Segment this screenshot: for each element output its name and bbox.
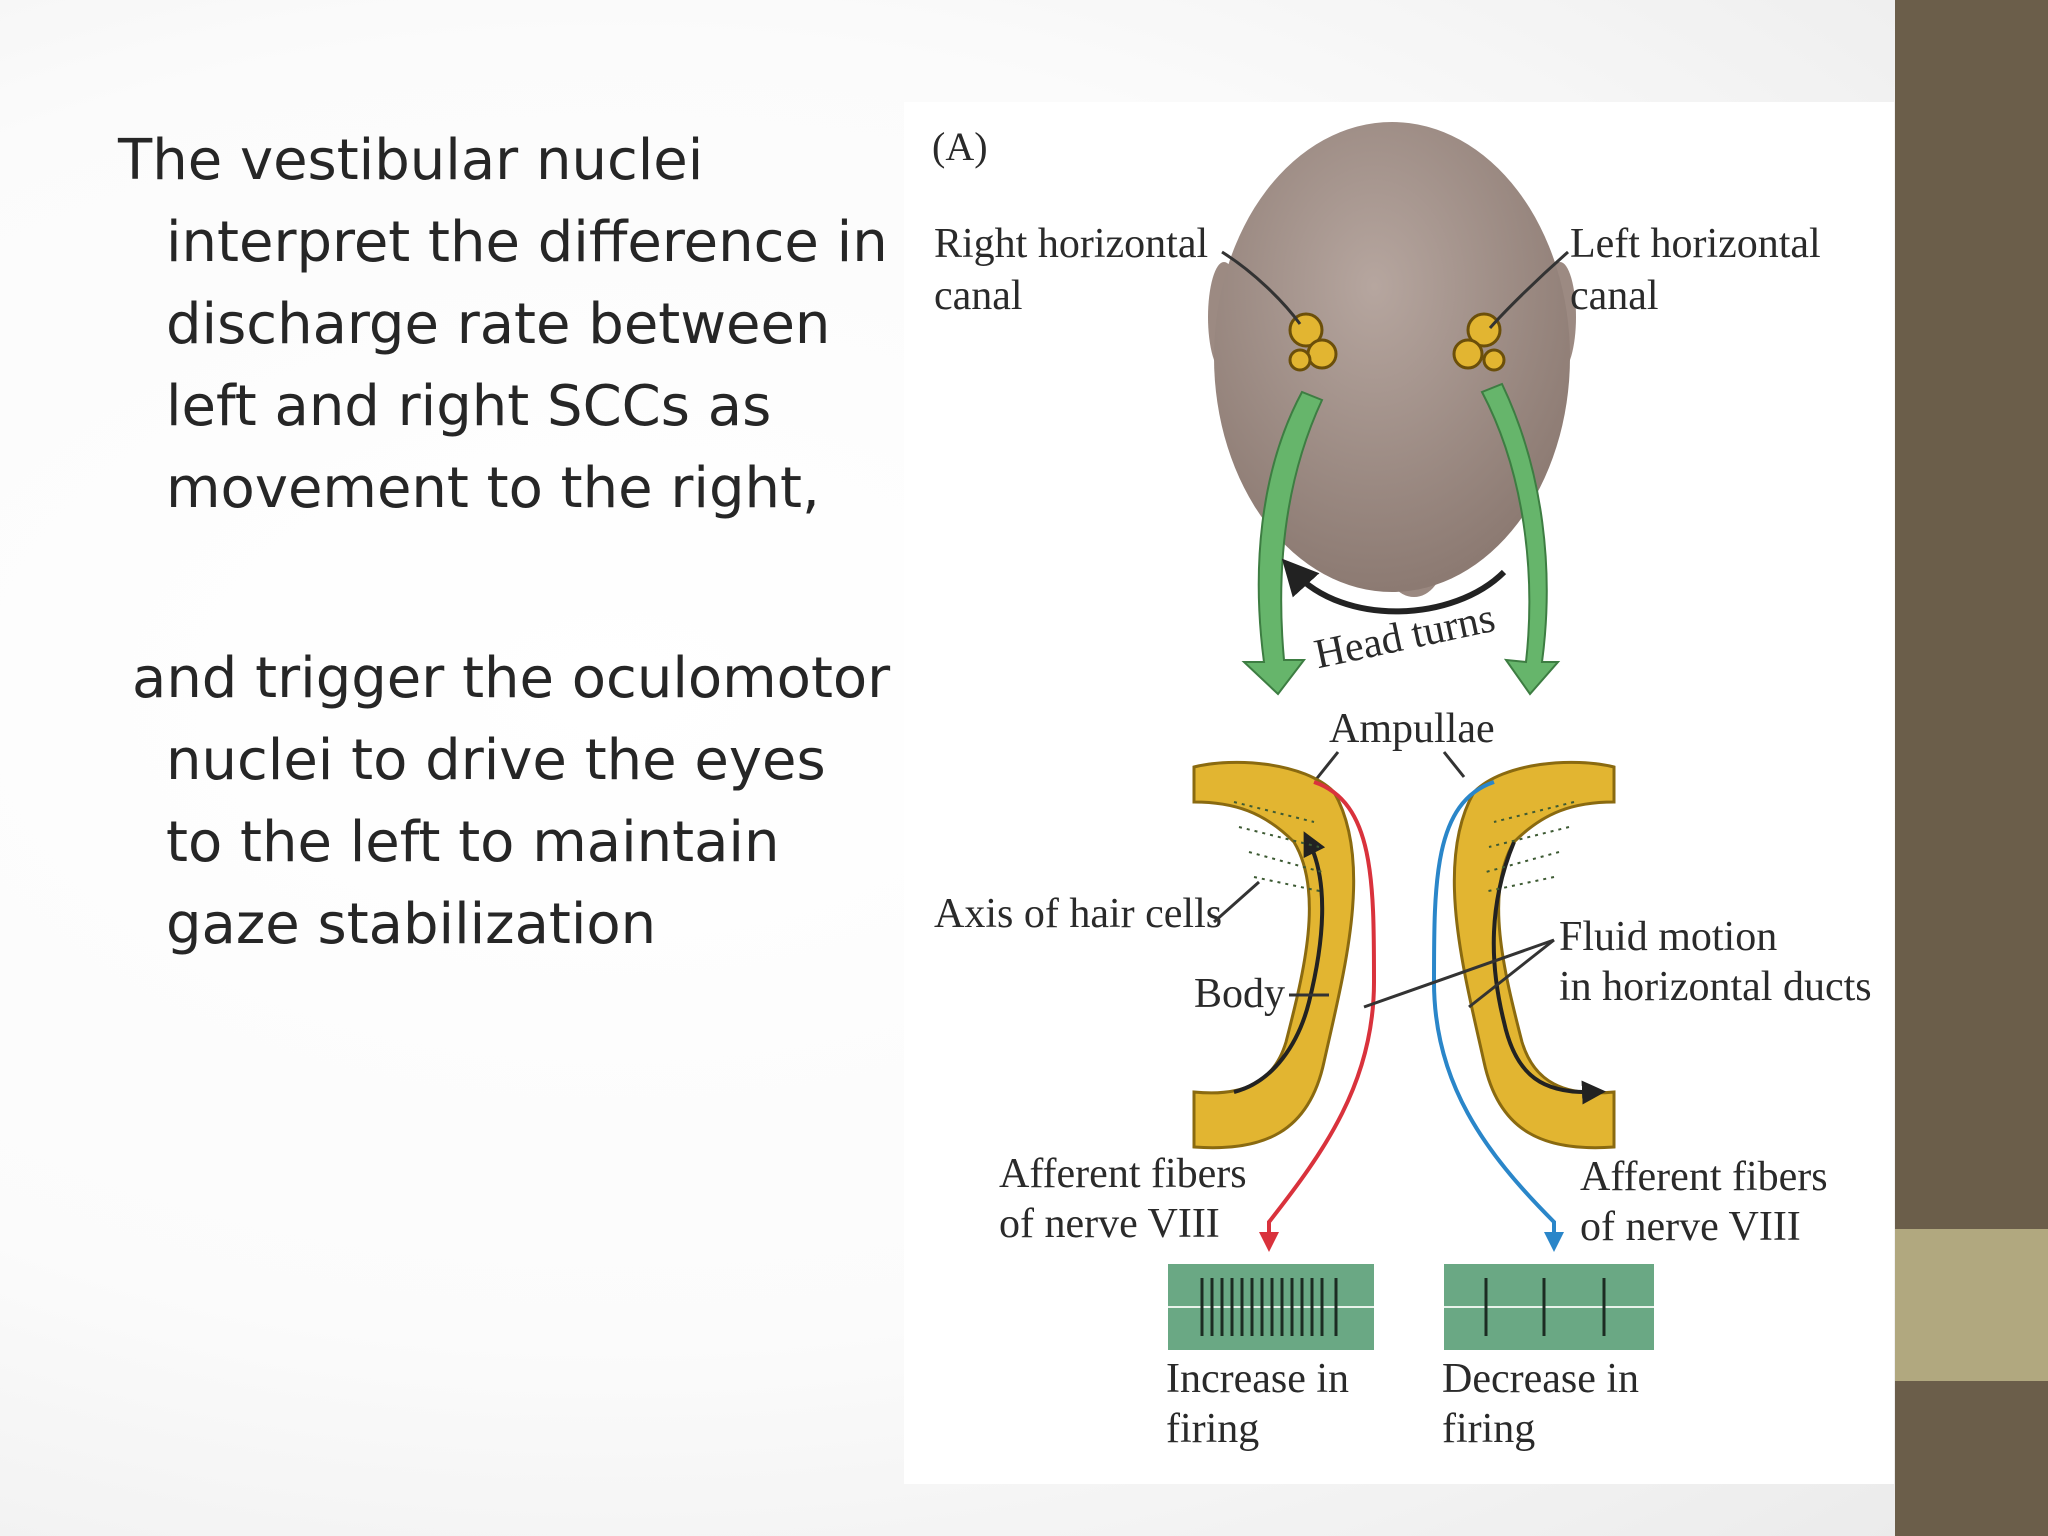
left-canal-leader (1488, 250, 1569, 329)
afferent-left-label-2: of nerve VIII (999, 1201, 1220, 1247)
ampullae-leader-right (1442, 751, 1466, 778)
ampullae-label: Ampullae (1329, 706, 1495, 752)
head-illustration (1208, 122, 1576, 597)
left-inner-ear-icon (1452, 312, 1506, 372)
right-canal-leader (1221, 250, 1302, 325)
afferent-right-label-2: of nerve VIII (1580, 1204, 1801, 1250)
increase-firing-panel (1168, 1264, 1374, 1350)
afferent-left-label: Afferent fibers (999, 1151, 1247, 1197)
right-canal-label-2: canal (934, 273, 1023, 319)
axis-leader (1213, 880, 1260, 924)
fluid-leader-right (1468, 938, 1555, 1009)
ampullae-leader-left (1312, 751, 1340, 783)
panel-label: (A) (932, 124, 988, 169)
right-green-arrow-icon (1241, 390, 1324, 696)
decrease-label-2: firing (1442, 1406, 1535, 1452)
left-canal-label: Left horizontal (1570, 221, 1821, 267)
right-duct (1192, 760, 1356, 1150)
paragraph-2: and trigger the oculomotor nuclei to dri… (132, 646, 891, 957)
head-turns-arrow-icon (1281, 558, 1507, 615)
decrease-label: Decrease in (1442, 1356, 1639, 1402)
fluid-motion-label: Fluid motion (1559, 914, 1777, 960)
body-label: Body (1194, 971, 1285, 1017)
increase-label: Increase in (1166, 1356, 1349, 1402)
figure-svg: (A) Right horizontal canal Left horizont… (932, 122, 1872, 1452)
right-canal-label: Right horizontal (934, 221, 1208, 267)
sidebar-accent (1895, 1229, 2048, 1381)
left-canal-label-2: canal (1570, 273, 1659, 319)
paragraph-1: The vestibular nuclei interpret the diff… (118, 128, 888, 521)
head (1214, 122, 1570, 592)
axis-hair-cells-label: Axis of hair cells (934, 891, 1222, 937)
decrease-firing-panel (1444, 1264, 1654, 1350)
red-afferent-fiber (1259, 780, 1377, 1252)
fluid-motion-label-2: in horizontal ducts (1559, 964, 1872, 1010)
slide-text: The vestibular nuclei interpret the diff… (118, 120, 898, 1074)
vestibular-figure: (A) Right horizontal canal Left horizont… (904, 102, 1894, 1484)
afferent-right-label: Afferent fibers (1580, 1154, 1828, 1200)
fluid-leader-left (1363, 938, 1555, 1009)
left-green-arrow-icon (1480, 382, 1561, 696)
increase-label-2: firing (1166, 1406, 1259, 1452)
head-turns-label: Head turns (1310, 595, 1499, 678)
